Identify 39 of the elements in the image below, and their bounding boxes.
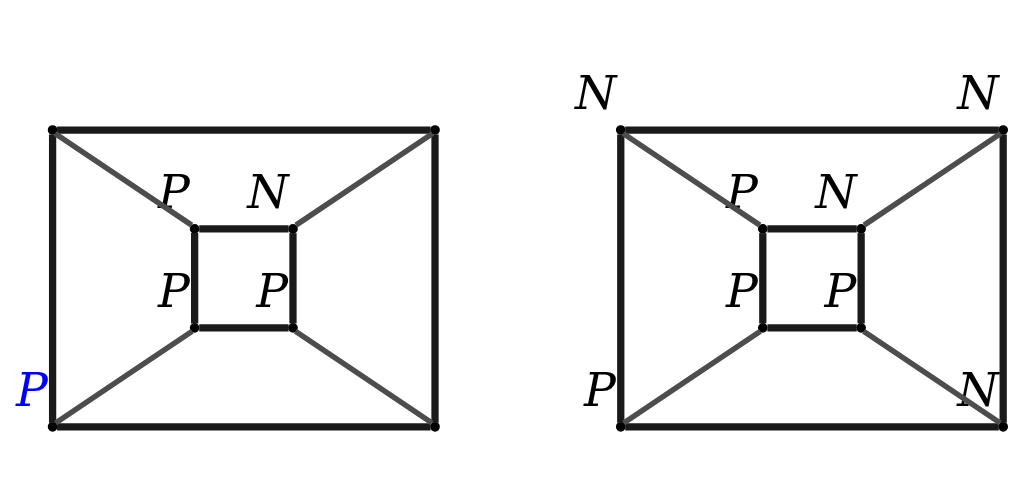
connector: [862, 328, 1002, 425]
node-point: [47, 124, 58, 135]
connector: [54, 328, 194, 425]
node-point: [430, 421, 440, 432]
node-label: P: [584, 361, 616, 417]
connector: [53, 130, 194, 227]
node-point: [430, 124, 440, 135]
node-point: [615, 421, 626, 432]
node-point: [998, 421, 1008, 432]
connector: [617, 133, 625, 423]
connector: [293, 328, 434, 425]
node-label: P: [726, 262, 758, 318]
node-point: [288, 322, 298, 333]
node-label: N: [815, 163, 857, 219]
node-point: [189, 223, 200, 234]
connector: [862, 130, 1003, 227]
connector: [294, 130, 435, 227]
node-label: P: [824, 262, 857, 318]
node-label: P: [15, 361, 48, 417]
node-point: [856, 223, 866, 234]
connector: [431, 133, 439, 423]
node-point: [288, 223, 298, 234]
node-point: [856, 322, 866, 333]
connector: [48, 133, 57, 423]
node-label: N: [957, 361, 999, 417]
node-label: N: [574, 64, 617, 120]
node-label: P: [157, 262, 190, 318]
node-point: [615, 124, 626, 135]
node-point: [757, 322, 768, 333]
node-point: [47, 421, 58, 432]
node-label: P: [256, 262, 289, 318]
node-label: N: [247, 163, 289, 219]
node-point: [757, 223, 768, 234]
connector: [621, 130, 762, 227]
node-label: N: [957, 64, 999, 120]
connector: [622, 328, 762, 425]
connector: [999, 133, 1007, 423]
node-point: [189, 322, 200, 333]
node-point: [998, 124, 1008, 135]
